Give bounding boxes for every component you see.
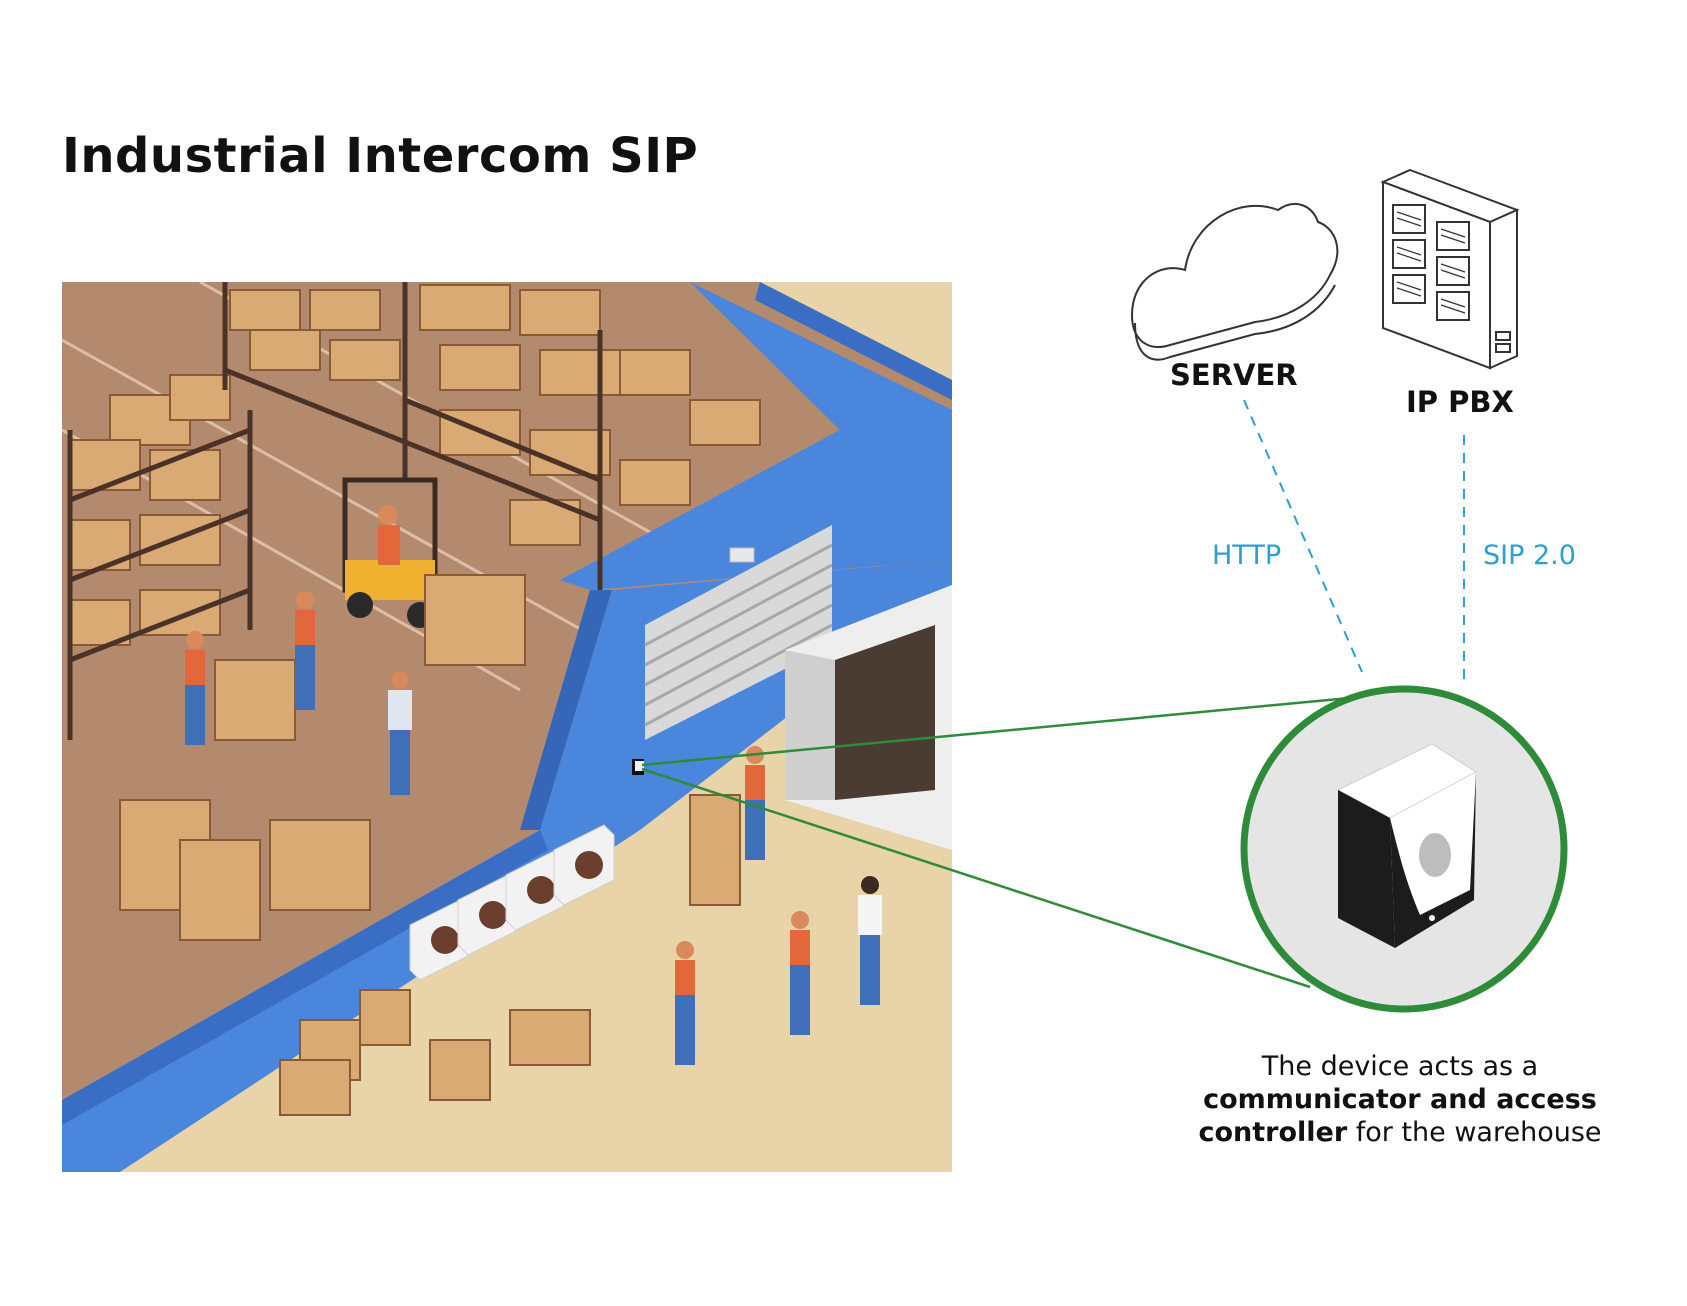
sip-label: SIP 2.0 (1483, 540, 1576, 571)
zoom-callout-lines (641, 695, 1361, 989)
intercom-wall-device (632, 759, 644, 775)
device-zoom-circle (1240, 685, 1568, 1013)
workers (185, 591, 882, 1065)
device-description: The device acts as a communicator and ac… (1160, 1050, 1640, 1149)
warehouse-illustration (62, 282, 952, 1172)
description-line-3-rest: for the warehouse (1347, 1117, 1602, 1148)
page-title: Industrial Intercom SIP (62, 128, 699, 184)
cloud-icon (1130, 203, 1339, 361)
connection-lines (1243, 399, 1465, 683)
description-line-2: communicator and access (1203, 1084, 1597, 1115)
intercom-device-icon (1336, 743, 1477, 948)
ippbx-rack-icon (1380, 168, 1520, 370)
http-label: HTTP (1212, 540, 1282, 571)
box-stacks (119, 574, 741, 1116)
description-line-1: The device acts as a (1261, 1051, 1539, 1082)
server-label: SERVER (1170, 358, 1298, 392)
description-line-3-bold: controller (1198, 1117, 1348, 1148)
forklift (342, 477, 438, 628)
shelving-racks (67, 282, 761, 740)
ac-units (409, 824, 615, 981)
ippbx-label: IP PBX (1406, 385, 1514, 419)
